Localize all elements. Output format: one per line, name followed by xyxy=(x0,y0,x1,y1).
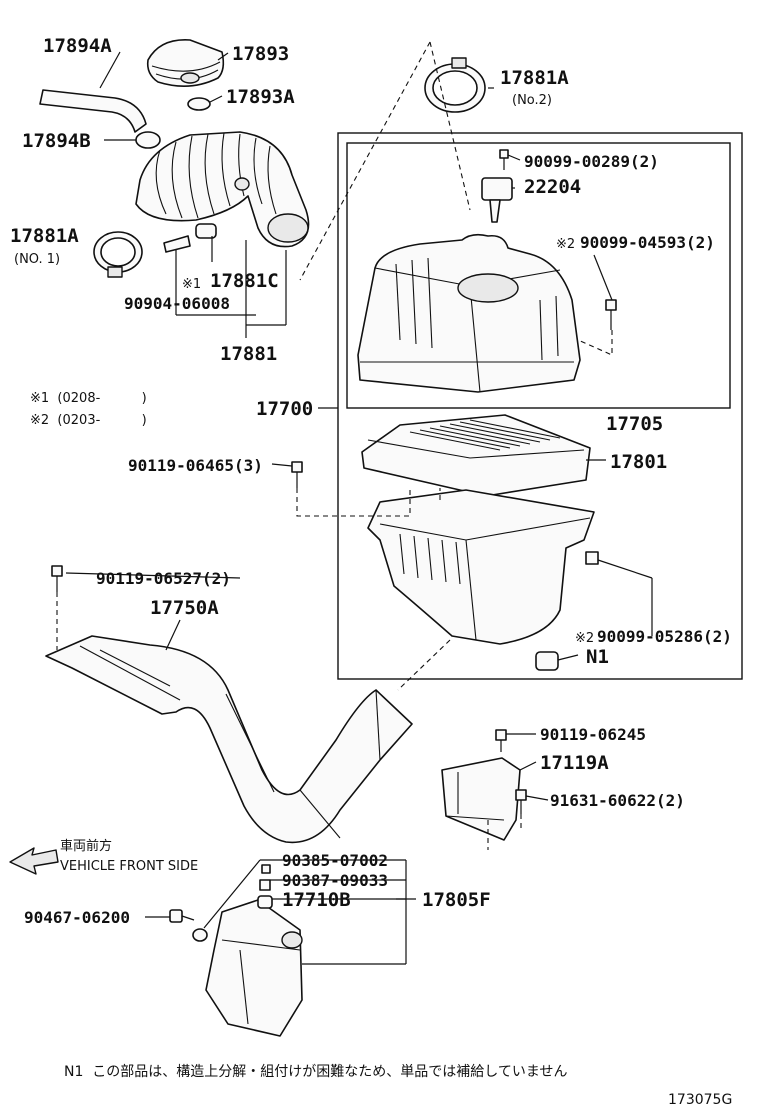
bolt-90467-06200 xyxy=(169,909,195,923)
label-17700: 17700 xyxy=(256,398,313,420)
label-17750a: 17750A xyxy=(150,597,219,619)
intake-hose-17894a xyxy=(39,89,147,133)
bracket-17119a xyxy=(441,757,521,841)
label-17881c: 17881C xyxy=(210,270,279,292)
legend-note-2: ※2 (0203- ) xyxy=(30,413,147,428)
footnote-n1: N1 この部品は、構造上分解・組付けが困難なため、単品では補給していません xyxy=(64,1064,567,1080)
direction-label-jp: 車両前方 xyxy=(60,838,112,854)
label-17705: 17705 xyxy=(606,413,663,435)
air-hose-17881 xyxy=(135,131,310,248)
label-17894a: 17894A xyxy=(43,35,112,57)
label-22204: 22204 xyxy=(524,176,581,198)
clamp-17881a-no2 xyxy=(424,57,486,113)
assembly-box-17700 xyxy=(337,132,743,680)
label-90467-06200: 90467-06200 xyxy=(24,908,130,927)
label-17894b: 17894B xyxy=(22,130,91,152)
label-mark1: ※1 xyxy=(182,277,201,292)
clip-resonator xyxy=(192,928,208,942)
label-17119a: 17119A xyxy=(540,752,609,774)
figure-id: 173075G xyxy=(668,1092,732,1108)
label-mark2-bottom: ※2 xyxy=(575,631,594,646)
clip-17893a xyxy=(187,97,211,111)
label-n1: N1 xyxy=(586,646,609,668)
air-cleaner-case xyxy=(367,489,595,645)
resonator-cap-17893 xyxy=(146,39,225,87)
label-17881a-no1: 17881A xyxy=(10,225,79,247)
screw-90119-06465 xyxy=(291,461,303,488)
bolt-90099-04593 xyxy=(605,299,617,330)
label-no2: (No.2) xyxy=(512,93,552,108)
label-90099-00289: 90099-00289(2) xyxy=(524,152,659,171)
clamp-17881a-no1 xyxy=(93,231,143,278)
cushion-17710b xyxy=(257,895,273,909)
grommet-90099-05286 xyxy=(585,551,599,565)
inlet-duct-17750a xyxy=(45,635,413,844)
label-no1: (NO. 1) xyxy=(14,252,60,267)
label-90119-06245: 90119-06245 xyxy=(540,725,646,744)
label-90099-04593: 90099-04593(2) xyxy=(580,233,715,252)
dashed-leader-lines xyxy=(56,41,613,850)
assembly-box-17705 xyxy=(346,142,731,409)
direction-label-en: VEHICLE FRONT SIDE xyxy=(60,859,198,874)
hose-fitting-90904-06008 xyxy=(163,235,191,253)
label-mark2-top: ※2 xyxy=(556,237,575,252)
leader-lines xyxy=(65,51,653,965)
label-90099-05286: 90099-05286(2) xyxy=(597,627,732,646)
label-17805f: 17805F xyxy=(422,889,491,911)
screw-90099-00289 xyxy=(499,149,509,170)
label-90119-06465: 90119-06465(3) xyxy=(128,456,263,475)
label-90385-07002: 90385-07002 xyxy=(282,851,388,870)
clamp-17894b xyxy=(135,131,161,149)
screw-90119-06527 xyxy=(51,565,63,592)
label-91631-60622: 91631-60622(2) xyxy=(550,791,685,810)
collar-90387-09033 xyxy=(259,879,271,891)
filter-element-17801 xyxy=(361,414,591,497)
label-90387-09033: 90387-09033 xyxy=(282,871,388,890)
label-90904-06008: 90904-06008 xyxy=(124,294,230,313)
legend-note-1: ※1 (0208- ) xyxy=(30,391,147,406)
label-17893a: 17893A xyxy=(226,86,295,108)
label-17801: 17801 xyxy=(610,451,667,473)
resonator-17805f xyxy=(205,899,303,1037)
label-17710b: 17710B xyxy=(282,889,351,911)
label-17881: 17881 xyxy=(220,343,277,365)
screw-91631-60622 xyxy=(515,789,527,814)
n1-part xyxy=(535,651,559,671)
clip-17881c xyxy=(195,223,217,239)
label-90119-06527: 90119-06527(2) xyxy=(96,569,231,588)
label-17881a-no2: 17881A xyxy=(500,67,569,89)
air-cleaner-cap-17705 xyxy=(357,233,581,393)
airflow-sensor-22204 xyxy=(481,177,513,223)
nut-90385-07002 xyxy=(261,864,271,874)
label-17893: 17893 xyxy=(232,43,289,65)
screw-90119-06245 xyxy=(495,729,507,752)
vehicle-front-arrow-icon xyxy=(9,847,59,875)
